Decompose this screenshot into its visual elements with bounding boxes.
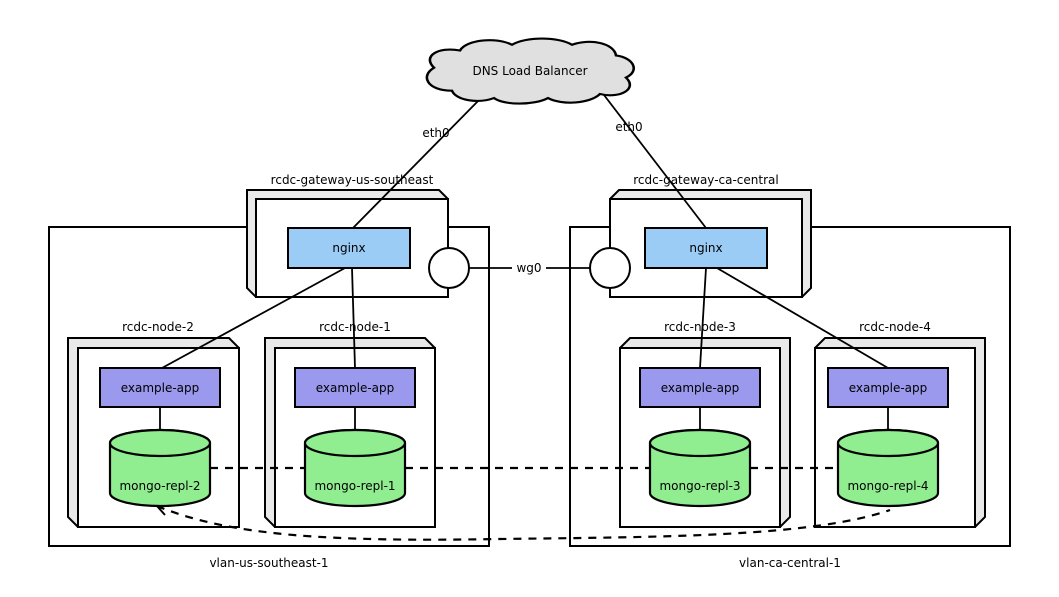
wireguard-port-circle-left (428, 247, 470, 289)
cylinder-top (303, 428, 407, 458)
cylinder-top (648, 428, 752, 458)
gateway-us-southeast: rcdc-gateway-us-southeast (246, 173, 449, 298)
example-app-box-node3 (639, 367, 761, 408)
edge-nginx-to-app-node4 (716, 267, 889, 369)
nginx-label-left: nginx (332, 241, 365, 255)
vlan-us-southeast-label: vlan-us-southeast-1 (209, 556, 328, 570)
mongo-repl-3-label: mongo-repl-3 (659, 479, 740, 493)
edge-nginx-to-app-node2 (161, 267, 346, 369)
example-app-box-node1 (294, 367, 416, 408)
node-1-label: rcdc-node-1 (319, 320, 391, 334)
mongo-repl-4-label: mongo-repl-4 (847, 479, 928, 493)
example-app-label-node2: example-app (121, 381, 200, 395)
example-app-label-node1: example-app (316, 381, 395, 395)
edge-nginx-to-app-node3 (699, 267, 707, 369)
edge-nginx-to-app-node1 (351, 267, 356, 369)
node-4-label: rcdc-node-4 (859, 320, 931, 334)
cylinder-top (836, 428, 940, 458)
mongo-cylinder-node1: mongo-repl-1 (303, 428, 407, 508)
mongo-cylinder-node3: mongo-repl-3 (648, 428, 752, 508)
eth0-label-right: eth0 (615, 120, 642, 134)
wireguard-port-circle-right (589, 247, 631, 289)
mongo-repl-1-label: mongo-repl-1 (314, 479, 395, 493)
cloud-shape (425, 37, 636, 105)
edge-cloud-to-nginx-right (603, 94, 707, 229)
example-app-label-node3: example-app (661, 381, 740, 395)
vlan-ca-central-label: vlan-ca-central-1 (739, 556, 841, 570)
gateway-ca-central-label: rcdc-gateway-ca-central (633, 173, 778, 187)
nginx-service-box-left (287, 227, 411, 269)
dns-load-balancer-label: DNS Load Balancer (472, 64, 587, 78)
mongo-replication-curve (156, 504, 891, 541)
gateway-us-southeast-label: rcdc-gateway-us-southeast (271, 173, 434, 187)
cylinder-top (108, 428, 212, 458)
example-app-label-node4: example-app (849, 381, 928, 395)
edge-cloud-to-nginx-left (352, 98, 481, 229)
mongo-cylinder-node2: mongo-repl-2 (108, 428, 212, 508)
example-app-box-node2 (99, 367, 221, 408)
eth0-label-left: eth0 (422, 126, 449, 140)
example-app-box-node4 (827, 367, 949, 408)
mongo-repl-2-label: mongo-repl-2 (119, 479, 200, 493)
wg0-label: wg0 (516, 261, 541, 275)
nginx-service-box-right (644, 227, 768, 269)
node-2-label: rcdc-node-2 (122, 320, 194, 334)
wg0-label-background (512, 259, 546, 275)
nginx-label-right: nginx (689, 241, 722, 255)
mongo-cylinder-node4: mongo-repl-4 (836, 428, 940, 508)
node-3-label: rcdc-node-3 (664, 320, 736, 334)
dns-load-balancer-cloud (425, 37, 636, 105)
